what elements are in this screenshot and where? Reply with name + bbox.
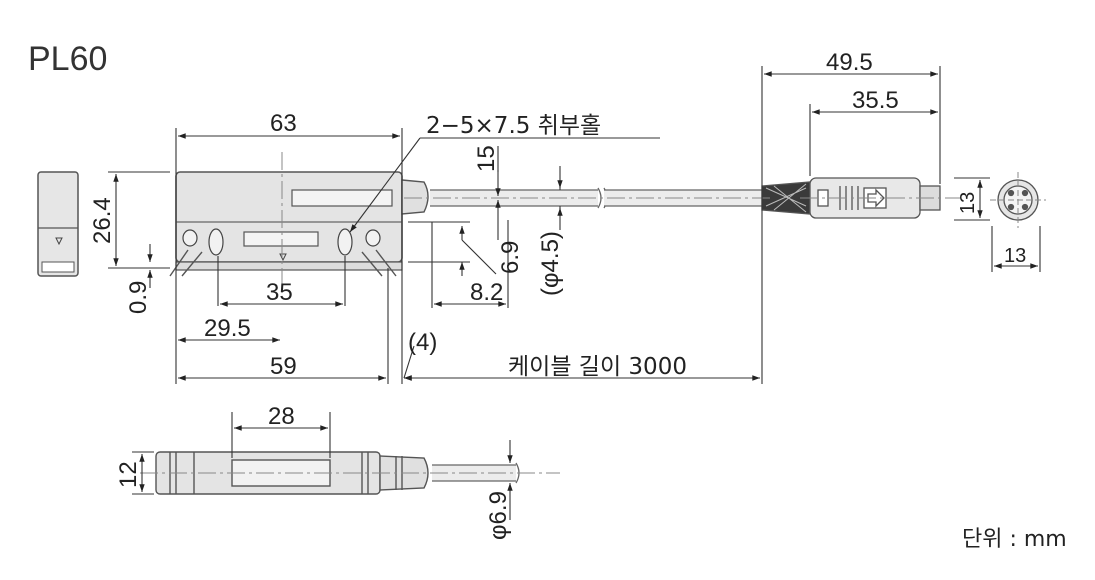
connector-end-view — [990, 172, 1046, 228]
mounting-hole-label: 2−5×7.5 취부홀 — [426, 113, 601, 139]
dim-8-2: 8.2 — [470, 279, 503, 306]
dim-15: 15 — [473, 145, 500, 172]
dimension-labels-top: 28 12 φ6.9 — [115, 403, 512, 540]
dim-phi-6-9: φ6.9 — [485, 491, 512, 540]
dim-29-5: 29.5 — [204, 315, 251, 342]
end-view — [37, 171, 79, 277]
dim-49-5: 49.5 — [826, 49, 873, 76]
dimension-lines-front — [108, 66, 1041, 384]
dim-35-5: 35.5 — [852, 87, 899, 114]
dim-35: 35 — [266, 279, 293, 306]
unit-label: 단위 : mm — [962, 527, 1067, 552]
center-lines — [281, 152, 960, 296]
dim-13-height: 13 — [957, 192, 979, 214]
drawing-title: PL60 — [28, 40, 107, 78]
sensor-body-front — [169, 171, 429, 277]
dim-63: 63 — [270, 110, 297, 137]
dim-13-width: 13 — [1004, 245, 1026, 267]
dim-6-9: 6.9 — [497, 241, 524, 274]
dim-12: 12 — [115, 461, 142, 488]
dim-4: (4) — [408, 329, 437, 356]
dim-28: 28 — [268, 403, 295, 430]
sensor-body-top — [155, 451, 429, 495]
dim-phi-4-5: (φ4.5) — [537, 231, 564, 296]
dimension-labels-front: 63 26.4 0.9 35 29.5 59 (4) 케이블 길이 3000 2… — [89, 49, 1026, 380]
cable-length-label: 케이블 길이 3000 — [508, 354, 687, 380]
dim-26-4: 26.4 — [89, 197, 116, 244]
dim-0-9: 0.9 — [125, 281, 152, 314]
dim-59: 59 — [270, 353, 297, 380]
dimension-lines-top — [132, 412, 513, 520]
